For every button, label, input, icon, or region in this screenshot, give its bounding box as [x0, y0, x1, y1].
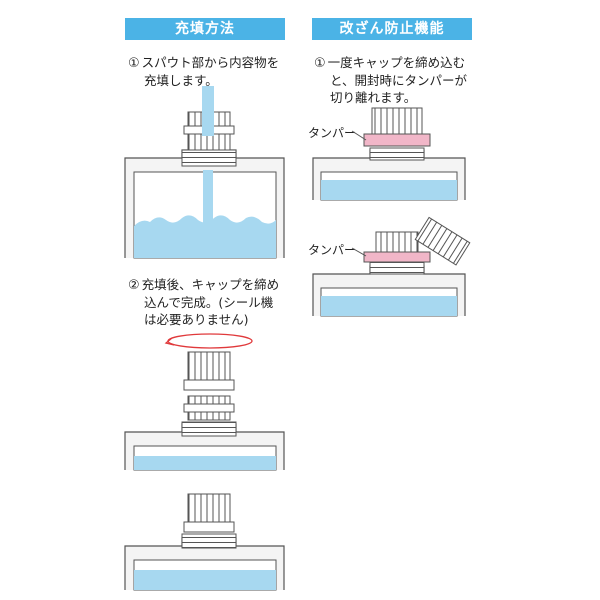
- header-filling-method: 充填方法: [125, 18, 285, 40]
- pouch-opened-tamper: [312, 216, 471, 317]
- step-number: ①: [314, 56, 326, 71]
- pouch-capping: [124, 333, 285, 471]
- step-text-line: 切り離れます。: [330, 90, 417, 105]
- step-number: ②: [128, 278, 140, 293]
- pouch-completed: [124, 493, 285, 591]
- pouch-capped-tamper: [312, 107, 466, 201]
- step-text-line: と、開封時にタンパーが: [330, 73, 468, 88]
- step-text-line: 込んで完成。(シール機: [144, 295, 274, 310]
- tamper-label-bottom: タンパー: [308, 243, 357, 257]
- step-text-line: 充填後、キャップを締め: [141, 277, 280, 292]
- step-text-line: 一度キャップを締め込む: [327, 55, 466, 70]
- step-number: ①: [128, 56, 140, 71]
- step-text-line: スパウト部から内容物を: [141, 55, 280, 70]
- header-tamper-evident: 改ざん防止機能: [312, 18, 472, 40]
- step-text-line: は必要ありません): [144, 312, 249, 327]
- pouch-filling: [124, 86, 285, 259]
- tamper-label-top: タンパー: [308, 126, 357, 140]
- step-text-line: 充填します。: [144, 73, 218, 88]
